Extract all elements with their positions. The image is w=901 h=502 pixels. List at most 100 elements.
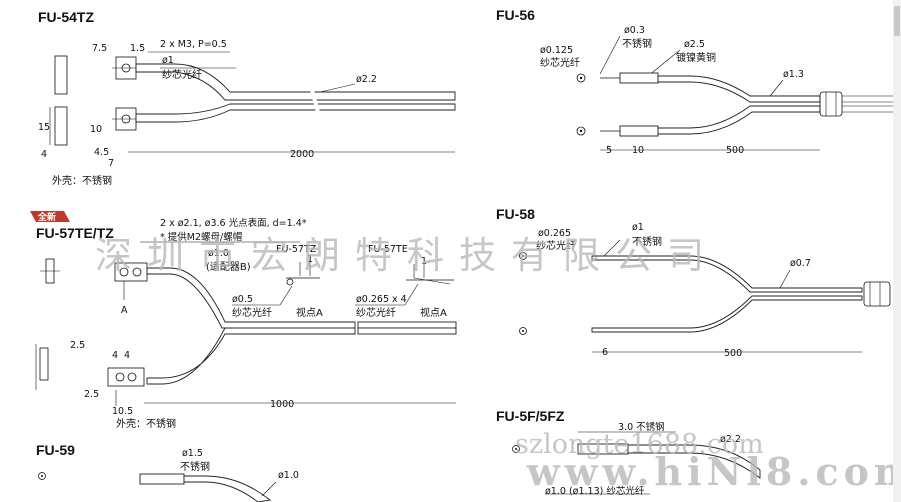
fu57-tz-probe bbox=[286, 278, 294, 286]
fu57-dim-1000: 1000 bbox=[270, 399, 294, 410]
fu56-title: FU-56 bbox=[496, 7, 535, 23]
fu58-core: ø0.265 bbox=[538, 228, 571, 239]
fu54tz-dim-7: 7 bbox=[108, 158, 114, 169]
fu58-tube-mat: 不锈钢 bbox=[632, 235, 662, 248]
fu58-panel: FU-58 ø0.265 纱芯光纤 ø1 不锈钢 ø0.7 6 500 bbox=[496, 206, 891, 359]
fu5f-panel: FU-5F/5FZ 3.0 不锈钢 ø2.2 ø1.0 (ø1.13) 纱芯光纤 bbox=[496, 408, 761, 497]
fu57-housing: 外壳：不锈钢 bbox=[116, 417, 176, 430]
fu56-end-marker-top bbox=[576, 73, 586, 83]
fu57-view-a-2: 视点A bbox=[420, 306, 447, 319]
fu57-cable-bottom bbox=[146, 327, 356, 385]
fu56-sleeve-top bbox=[619, 72, 659, 84]
fu57-view-a-1: 视点A bbox=[296, 306, 323, 319]
fu5f-tube: 3.0 不锈钢 bbox=[618, 421, 665, 433]
fu56-dim-10: 10 bbox=[632, 145, 644, 156]
fu56-core-mat: 纱芯光纤 bbox=[540, 56, 580, 69]
fu56-sleeve-dia: ø2.5 bbox=[684, 39, 705, 50]
fu54tz-panel: FU-54TZ 15 4 7.5 1.5 2 x M3, P=0.5 ø1 纱芯… bbox=[38, 9, 456, 187]
fu59-tube-mat: 不锈钢 bbox=[180, 460, 210, 473]
new-badge bbox=[30, 211, 70, 222]
watermark-site: szlongte1688.com bbox=[515, 429, 764, 460]
fu58-end-marker-top bbox=[519, 252, 527, 260]
fu5f-end-marker bbox=[512, 445, 520, 453]
fu54tz-dim-15: 15 bbox=[38, 122, 50, 133]
fu54tz-housing: 外壳：不锈钢 bbox=[52, 174, 112, 187]
fu57-dim-4b: 4 bbox=[124, 350, 130, 361]
fu56-sleeve-bottom bbox=[619, 125, 659, 137]
fu54tz-dim-4: 4 bbox=[41, 149, 47, 160]
fu58-tube-dia: ø1 bbox=[632, 222, 644, 233]
fu57-core-a: ø0.5 bbox=[232, 294, 253, 305]
fu54tz-fiber-mat: 纱芯光纤 bbox=[162, 68, 202, 81]
fu58-dim-500: 500 bbox=[724, 348, 742, 359]
fu56-cable-dia: ø1.3 bbox=[783, 69, 804, 80]
fu56-sleeve-mat: 镀镍黄铜 bbox=[676, 51, 716, 64]
fu56-tube-dia: ø0.3 bbox=[624, 25, 645, 36]
fu59-cable-dia: ø1.0 bbox=[278, 470, 299, 481]
fu54tz-side-view-top bbox=[54, 55, 68, 95]
fu5f-core: ø1.0 (ø1.13) 纱芯光纤 bbox=[545, 485, 645, 497]
fu57-label-a: A bbox=[121, 305, 128, 316]
fu58-cable-dia: ø0.7 bbox=[790, 258, 811, 269]
fu58-core-mat: 纱芯光纤 bbox=[536, 239, 576, 252]
fu59-cable bbox=[183, 475, 272, 502]
fu58-fiber-top bbox=[591, 255, 863, 293]
fu5f-cable-dia: ø2.2 bbox=[720, 434, 741, 445]
fu57-head-bottom bbox=[107, 367, 145, 387]
fu57-dim-1a: 1 bbox=[307, 254, 313, 265]
fu57-core-b-mat: 纱芯光纤 bbox=[356, 306, 396, 319]
fu54tz-dim-2000: 2000 bbox=[290, 149, 314, 160]
fu54tz-dim-7-5: 7.5 bbox=[92, 43, 107, 54]
fu56-tube-mat: 不锈钢 bbox=[622, 37, 652, 50]
fu54tz-cable-dia: ø2.2 bbox=[356, 74, 377, 85]
fu54tz-dim-1-5: 1.5 bbox=[130, 43, 145, 54]
fu57-dim-2-5a: 2.5 bbox=[70, 340, 85, 351]
fu56-core: ø0.125 bbox=[540, 45, 573, 56]
fu54tz-cable-top bbox=[135, 63, 456, 101]
fu57-dim-4a: 4 bbox=[112, 350, 118, 361]
fu57-tz-title: FU-57TZ bbox=[276, 244, 317, 255]
fu57-core-b: ø0.265 x 4 bbox=[356, 294, 407, 305]
fu57-nut-note: * 提供M2螺母/螺帽 bbox=[160, 231, 242, 243]
fu5f-title: FU-5F/5FZ bbox=[496, 408, 565, 424]
fu57-screw-spec: 2 x ø2.1, ø3.6 光点表面, d=1.4* bbox=[160, 217, 307, 229]
fu57-fiber-note: (适配器B) bbox=[206, 261, 251, 273]
fu56-dim-500: 500 bbox=[726, 145, 744, 156]
fu57-fiber-dia: ø1.0 bbox=[208, 248, 229, 259]
fu58-fiber-bottom bbox=[591, 295, 863, 333]
fu54tz-dim-10: 10 bbox=[90, 124, 102, 135]
fu57-title: FU-57TE/TZ bbox=[36, 225, 114, 241]
watermark-company: 深圳市宏朗特科技有限公司 bbox=[95, 234, 719, 277]
fu57-te-title: FU-57TE bbox=[368, 244, 408, 255]
scrollbar-thumb[interactable] bbox=[894, 6, 900, 36]
fu57-side-view-lower bbox=[39, 347, 49, 381]
fu56-dim-5: 5 bbox=[606, 145, 612, 156]
fu57-dim-10-5: 10.5 bbox=[112, 406, 133, 417]
fu54tz-dim-4-5: 4.5 bbox=[94, 147, 109, 158]
fu54tz-title: FU-54TZ bbox=[38, 9, 94, 25]
fu5f-cable bbox=[627, 444, 761, 479]
fu56-panel: FU-56 ø0.125 纱芯光纤 ø0.3 不锈钢 ø2.5 镀镍黄铜 ø1.… bbox=[496, 7, 900, 156]
watermark-url: www.hiNl8.com bbox=[526, 449, 901, 494]
scrollbar-track[interactable] bbox=[893, 0, 901, 502]
fu59-tube bbox=[139, 473, 185, 485]
fu57-dim-2-5b: 2.5 bbox=[84, 389, 99, 400]
fu54tz-side-view-bottom bbox=[54, 106, 68, 146]
fu59-tube-dia: ø1.5 bbox=[182, 448, 203, 459]
fu54tz-cable-bottom bbox=[135, 103, 456, 123]
fu58-title: FU-58 bbox=[496, 206, 535, 222]
fu58-end-marker-bottom bbox=[519, 327, 527, 335]
fu56-end-marker-bottom bbox=[576, 126, 586, 136]
fu58-dim-6: 6 bbox=[602, 347, 608, 358]
fu57-panel: 全新 FU-57TE/TZ 2 x ø2.1, ø3.6 光点表面, d=1.4… bbox=[30, 211, 457, 430]
fu59-panel: FU-59 ø1.5 不锈钢 ø1.0 bbox=[36, 442, 299, 502]
fu59-end-marker bbox=[38, 472, 46, 480]
fu57-dim-1b: 1 bbox=[421, 256, 427, 267]
fu54tz-fiber-dia: ø1 bbox=[162, 55, 174, 66]
fu56-connector bbox=[819, 91, 843, 117]
fu58-connector bbox=[863, 281, 891, 307]
fu59-title: FU-59 bbox=[36, 442, 75, 458]
new-badge-label: 全新 bbox=[37, 211, 56, 223]
